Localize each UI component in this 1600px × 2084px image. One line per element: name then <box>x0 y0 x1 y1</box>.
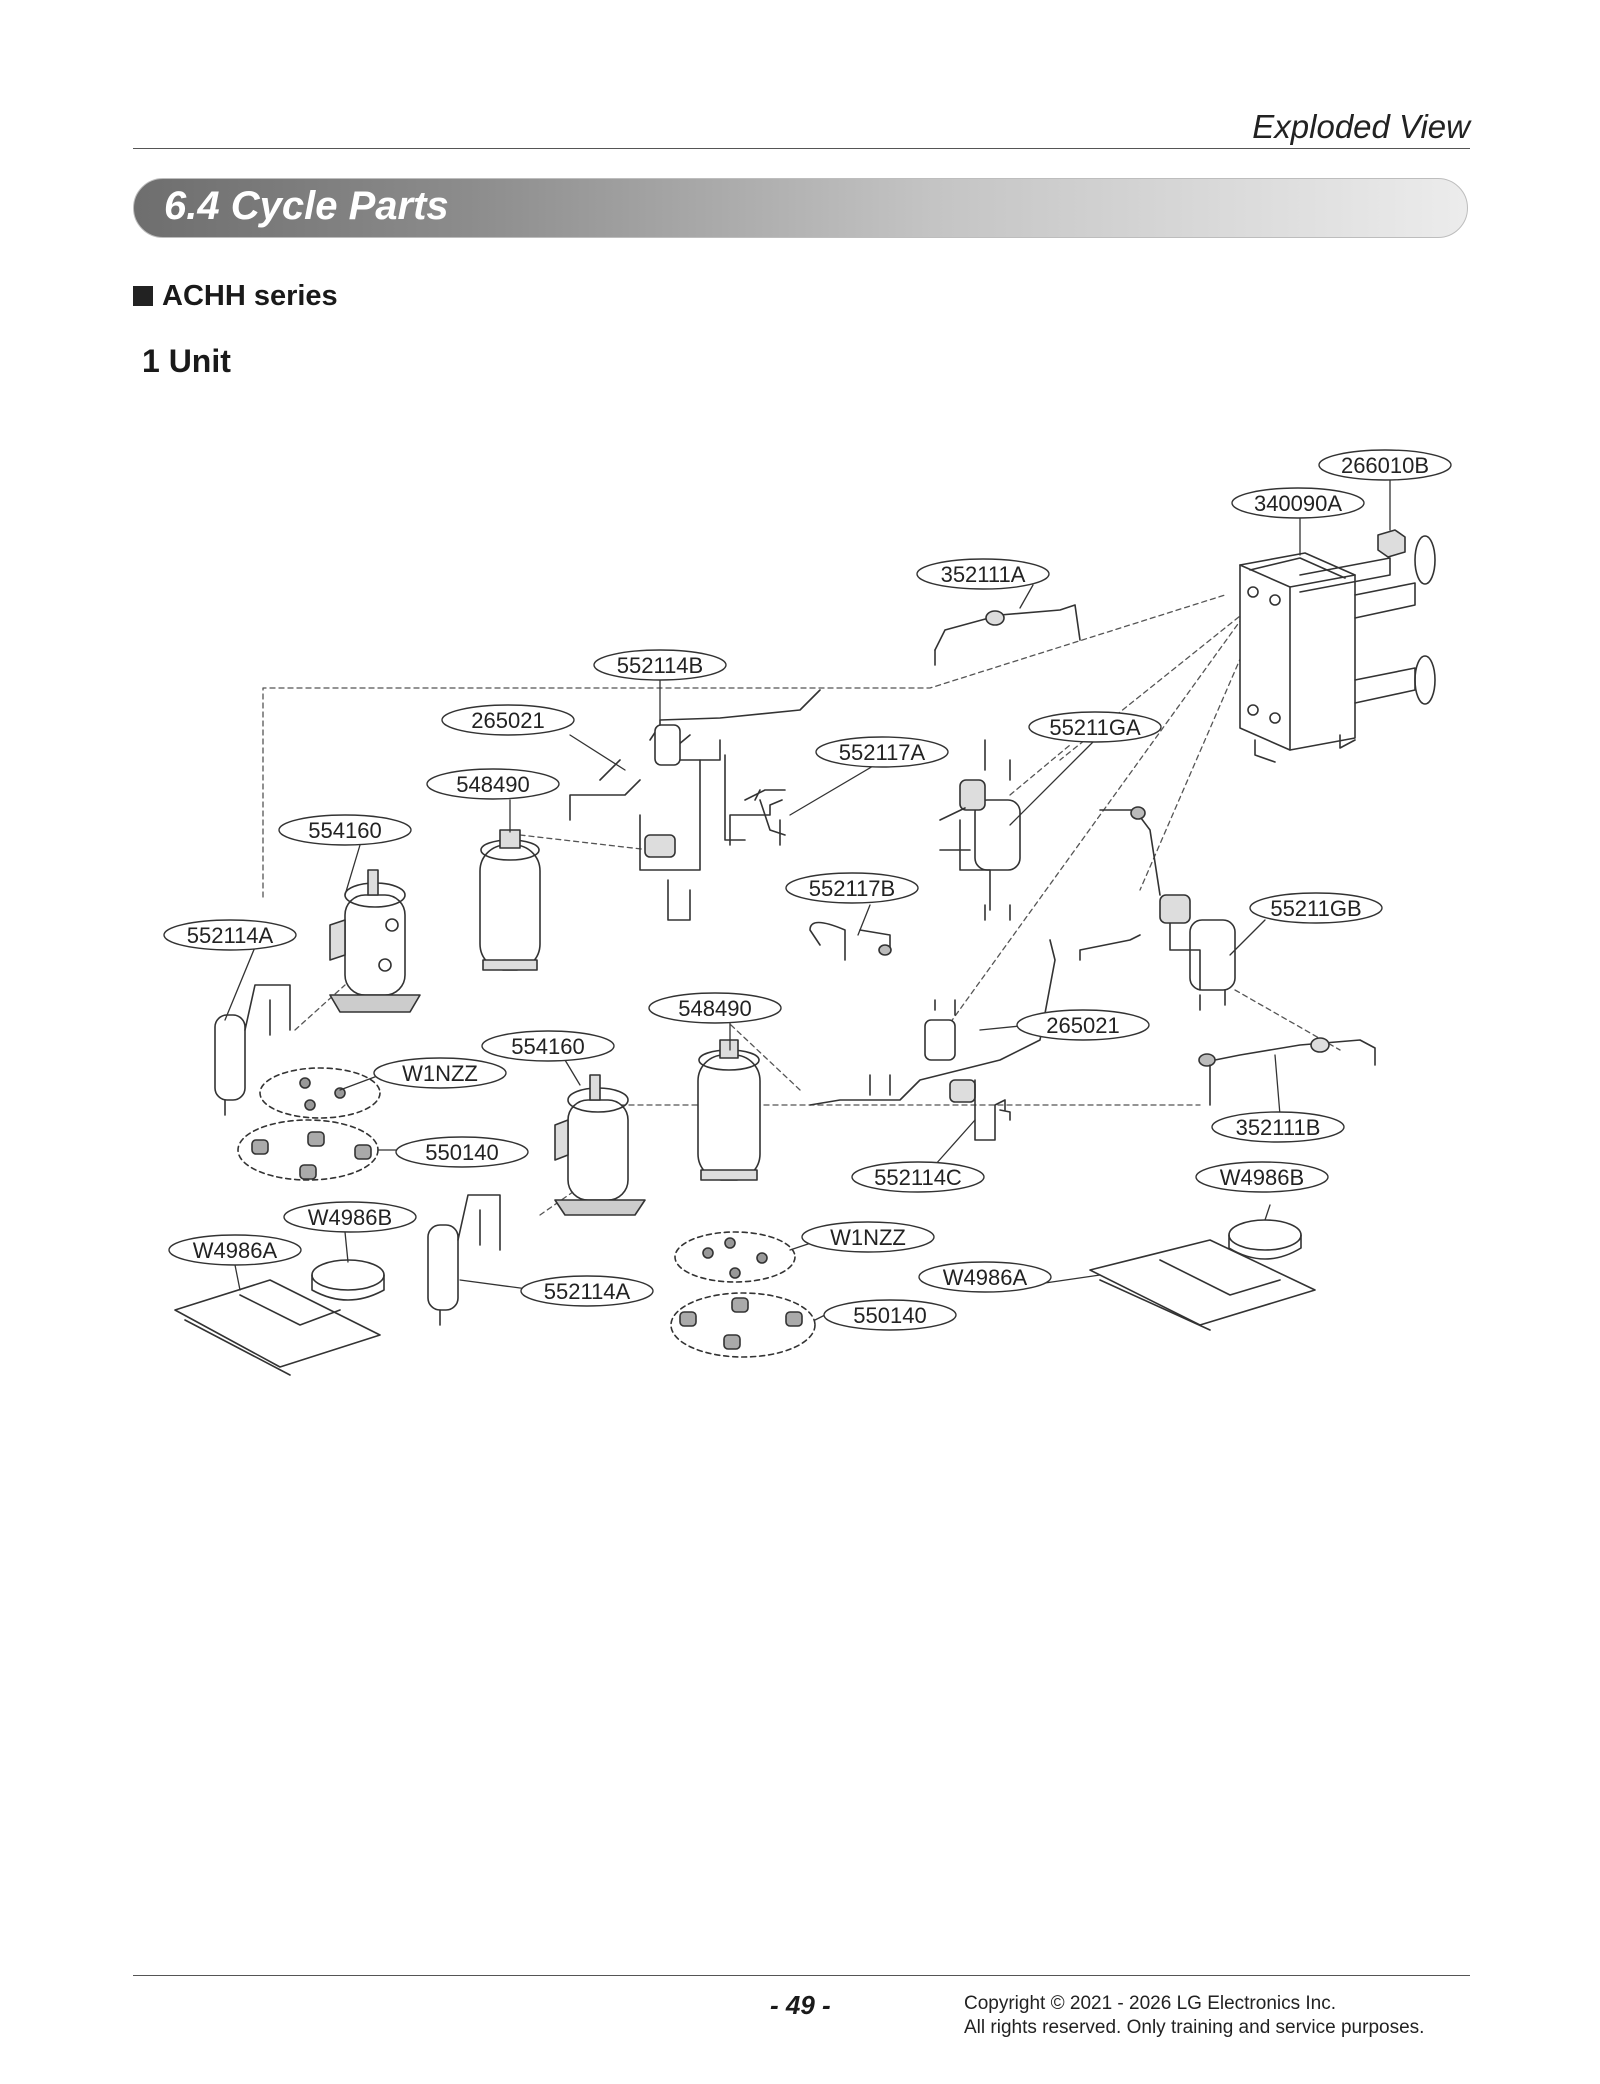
callout-552114A-bottom: 552114A <box>520 1275 654 1307</box>
svg-text:W4986B: W4986B <box>308 1205 392 1230</box>
svg-text:266010B: 266010B <box>1341 453 1429 478</box>
callout-352111A: 352111A <box>916 558 1050 590</box>
svg-text:548490: 548490 <box>678 996 751 1021</box>
header-rule <box>133 148 1470 149</box>
callout-labels: 266010B 340090A 352111A 552114B 265021 5… <box>163 449 1452 1331</box>
page-header-title: Exploded View <box>1252 108 1470 145</box>
washer-set-W1NZZ-left <box>259 1067 381 1119</box>
callout-265021-top: 265021 <box>441 704 575 736</box>
valve-assembly-bottom <box>809 939 1056 1141</box>
washer-set-W1NZZ-right <box>674 1231 796 1283</box>
compressor-554160-top <box>329 869 421 1013</box>
pipe-552117B <box>809 921 892 961</box>
callout-554160-top: 554160 <box>278 814 412 846</box>
receiver-548490-top <box>479 829 541 971</box>
callout-W1NZZ-right: W1NZZ <box>801 1221 935 1253</box>
svg-text:265021: 265021 <box>1046 1013 1119 1038</box>
callout-266010B: 266010B <box>1318 449 1452 481</box>
svg-text:340090A: 340090A <box>1254 491 1342 516</box>
callout-W4986B-right: W4986B <box>1195 1161 1329 1193</box>
series-heading: ACHH series <box>133 280 338 313</box>
svg-text:55211GB: 55211GB <box>1270 896 1361 921</box>
svg-text:552114B: 552114B <box>617 653 703 678</box>
callout-352111B: 352111B <box>1211 1111 1345 1143</box>
svg-text:550140: 550140 <box>425 1140 498 1165</box>
cover-W4986B-right <box>1228 1219 1302 1260</box>
copyright-notice: Copyright © 2021 - 2026 LG Electronics I… <box>964 1992 1424 2040</box>
callout-548490-top: 548490 <box>426 768 560 800</box>
valve-assembly-55211GB <box>1079 806 1236 1011</box>
footer-rule <box>133 1975 1470 1976</box>
svg-text:554160: 554160 <box>511 1034 584 1059</box>
callout-554160-bottom: 554160 <box>481 1030 615 1062</box>
accumulator-552114A-top <box>214 984 291 1116</box>
unit-heading: 1 Unit <box>142 343 231 379</box>
callout-W4986A-left: W4986A <box>168 1234 302 1266</box>
cover-W4986B-left <box>311 1259 385 1301</box>
heat-exchanger <box>1239 529 1436 763</box>
page-number: - 49 - <box>770 1990 831 2020</box>
section-title: 6.4 Cycle Parts <box>164 184 449 228</box>
pipe-352111A <box>934 604 1081 666</box>
svg-text:548490: 548490 <box>456 772 529 797</box>
svg-text:265021: 265021 <box>471 708 544 733</box>
callout-55211GA: 55211GA <box>1028 711 1162 743</box>
callout-W1NZZ-left: W1NZZ <box>373 1057 507 1089</box>
compressor-554160-bottom <box>554 1074 646 1216</box>
series-label: ACHH series <box>162 280 338 312</box>
callout-552117B: 552117B <box>785 872 919 904</box>
svg-text:352111A: 352111A <box>941 562 1026 587</box>
callout-340090A: 340090A <box>1231 487 1365 519</box>
svg-text:W1NZZ: W1NZZ <box>830 1225 906 1250</box>
svg-text:W4986A: W4986A <box>193 1238 278 1263</box>
base-plate-W4986A-left <box>174 1279 381 1376</box>
exploded-view-diagram: 266010B 340090A 352111A 552114B 265021 5… <box>163 449 1452 1376</box>
callout-552114C: 552114C <box>851 1161 985 1193</box>
svg-text:552114A: 552114A <box>544 1279 631 1304</box>
callout-550140-left: 550140 <box>395 1136 529 1168</box>
callout-548490-bottom: 548490 <box>648 992 782 1024</box>
svg-text:552117A: 552117A <box>839 740 926 765</box>
svg-text:550140: 550140 <box>853 1303 926 1328</box>
pipe-352111B <box>1198 1037 1376 1106</box>
pipe-552117A <box>729 789 783 846</box>
svg-text:55211GA: 55211GA <box>1049 715 1141 740</box>
svg-text:552114C: 552114C <box>874 1165 962 1190</box>
svg-text:554160: 554160 <box>308 818 381 843</box>
callout-550140-right: 550140 <box>823 1299 957 1331</box>
svg-text:W4986A: W4986A <box>943 1265 1028 1290</box>
grommet-set-550140-right <box>670 1292 816 1358</box>
copyright-line-2: All rights reserved. Only training and s… <box>964 2017 1425 2038</box>
copyright-line-1: Copyright © 2021 - 2026 LG Electronics I… <box>964 1993 1337 2014</box>
assembly-lines <box>262 589 1341 1216</box>
svg-text:352111B: 352111B <box>1236 1115 1321 1140</box>
callout-W4986A-right: W4986A <box>918 1261 1052 1293</box>
grommet-set-550140-left <box>237 1119 379 1181</box>
callout-552117A: 552117A <box>815 736 949 768</box>
square-bullet-icon <box>133 286 153 306</box>
accumulator-552114A-bottom <box>427 1194 501 1326</box>
callout-W4986B-left: W4986B <box>283 1201 417 1233</box>
base-plate-W4986A-right <box>1089 1239 1316 1331</box>
svg-text:W4986B: W4986B <box>1220 1165 1304 1190</box>
callout-552114A-top: 552114A <box>163 919 297 951</box>
valve-assembly-top <box>569 689 821 921</box>
svg-text:552117B: 552117B <box>809 876 895 901</box>
callout-552114B: 552114B <box>593 649 727 681</box>
svg-text:552114A: 552114A <box>187 923 274 948</box>
valve-assembly-55211GA <box>939 739 1021 921</box>
svg-text:W1NZZ: W1NZZ <box>402 1061 478 1086</box>
callout-55211GB: 55211GB <box>1249 892 1383 924</box>
section-banner: 6.4 Cycle Parts <box>133 178 1468 238</box>
callout-265021-bottom: 265021 <box>1016 1009 1150 1041</box>
receiver-548490-bottom <box>697 1039 761 1181</box>
